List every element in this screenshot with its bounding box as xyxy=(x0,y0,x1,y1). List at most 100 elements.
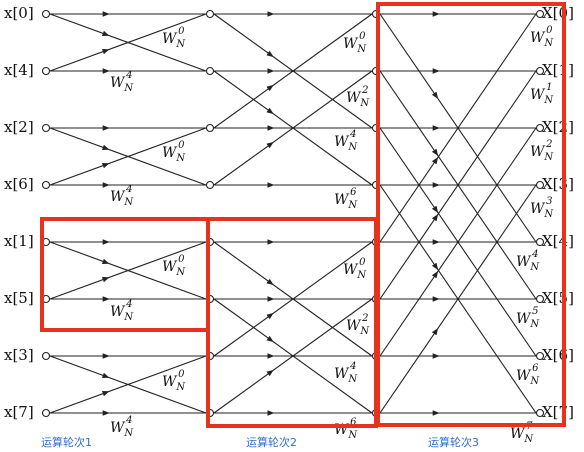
twiddle-exp: 3 xyxy=(546,196,552,207)
input-label-0: x[0] xyxy=(4,4,34,22)
twiddle-base: W xyxy=(162,259,178,275)
input-labels: x[0] x[4] x[2] x[6] x[1] x[5] x[3] x[7] xyxy=(4,4,34,421)
twiddle-base: W xyxy=(346,90,362,106)
butterfly-node xyxy=(41,66,51,76)
twiddle-base: W xyxy=(162,145,178,161)
butterfly-node xyxy=(41,408,51,418)
twiddle-exp: 0 xyxy=(178,254,185,265)
twiddle-exp: 5 xyxy=(532,306,538,317)
twiddle-exp: 2 xyxy=(361,85,368,96)
stage2-twiddle-4: WN0 xyxy=(343,257,367,281)
stage3-twiddle-3: WN 3 xyxy=(530,196,554,220)
stage1-twiddle-7: WN4 xyxy=(110,415,134,439)
twiddle-sub: N xyxy=(529,262,540,273)
butterfly-node xyxy=(535,180,545,190)
twiddle-base: W xyxy=(530,87,546,103)
butterfly-node xyxy=(535,9,545,19)
input-label-4: x[1] xyxy=(4,232,34,250)
twiddle-exp: 4 xyxy=(531,249,538,260)
stage1-twiddle-2: WN0 xyxy=(162,140,186,164)
twiddle-sub: N xyxy=(123,197,134,208)
butterfly-node xyxy=(535,123,545,133)
twiddle-sub: N xyxy=(359,326,370,337)
twiddle-sub: N xyxy=(347,142,358,153)
stage2-twiddle-3: WN6 xyxy=(334,187,358,211)
twiddle-sub: N xyxy=(523,434,534,445)
stage1-twiddle-0: WN0 xyxy=(162,26,186,50)
twiddle-base: W xyxy=(530,144,546,160)
twiddle-base: W xyxy=(530,201,546,217)
stage2-twiddle-0: WN0 xyxy=(343,31,367,55)
twiddle-base: W xyxy=(334,366,350,382)
output-label-4: X[4] xyxy=(542,232,574,250)
output-label-0: X[0] xyxy=(542,4,574,22)
twiddle-base: W xyxy=(516,311,532,327)
butterfly-node xyxy=(205,123,215,133)
twiddle-exp: 0 xyxy=(178,369,185,380)
twiddle-sub: N xyxy=(123,83,134,94)
twiddle-sub: N xyxy=(359,98,370,109)
stage3-twiddle-0: WN0 xyxy=(530,25,554,49)
twiddle-base: W xyxy=(530,30,546,46)
stage2-twiddle-7: WN6 xyxy=(334,417,358,441)
twiddle-exp: 6 xyxy=(532,363,539,374)
twiddle-base: W xyxy=(510,426,526,442)
twiddle-sub: N xyxy=(543,209,554,220)
butterfly-node xyxy=(535,408,545,418)
butterfly-node xyxy=(205,66,215,76)
stage3-twiddle-5: WN 5 xyxy=(516,306,540,330)
twiddle-base: W xyxy=(110,304,126,320)
twiddle-base: W xyxy=(346,318,362,334)
butterfly-node xyxy=(41,123,51,133)
twiddle-exp: 4 xyxy=(125,70,132,81)
stage1-twiddle-3: WN 4 xyxy=(110,184,134,208)
stage1-twiddle-6: WN 0 xyxy=(162,369,186,393)
twiddle-base: W xyxy=(334,192,350,208)
stage3-twiddle-2: WN2 xyxy=(530,139,554,163)
butterfly-node xyxy=(535,294,545,304)
stage3-cross-line xyxy=(379,13,537,243)
stage2-cross-line xyxy=(213,298,373,414)
stage1-cross-line xyxy=(49,127,207,186)
twiddle-sub: N xyxy=(347,374,358,385)
output-label-7: X[7] xyxy=(542,403,574,421)
twiddle-exp: 4 xyxy=(349,361,356,372)
stage2-twiddle-1: WN 2 xyxy=(346,85,370,109)
twiddle-exp: 2 xyxy=(361,313,368,324)
output-label-1: X[1] xyxy=(542,61,574,79)
twiddle-sub: N xyxy=(529,319,540,330)
stage2-twiddle-2: WN4 xyxy=(334,129,358,153)
twiddle-base: W xyxy=(110,189,126,205)
stage1-twiddle-4: WN 0 xyxy=(162,254,186,278)
stage3-twiddle-4: WN4 xyxy=(516,249,540,273)
twiddle-exp: 4 xyxy=(125,184,132,195)
stage2-twiddle-5: WN 2 xyxy=(346,313,370,337)
twiddle-exp: 4 xyxy=(125,299,132,310)
stage3-cross-line xyxy=(379,70,537,300)
input-label-7: x[7] xyxy=(4,403,34,421)
twiddle-exp: 1 xyxy=(546,82,552,93)
output-label-2: X[2] xyxy=(542,118,574,136)
stage3-twiddle-factors: WN0 WN1 WN2 WN3 WN4 WN5 WN6 WN7 xyxy=(510,25,554,445)
twiddle-sub: N xyxy=(175,382,186,393)
twiddle-sub: N xyxy=(356,270,367,281)
twiddle-exp: 2 xyxy=(545,139,552,150)
stage2-twiddle-6: WN 4 xyxy=(334,361,358,385)
twiddle-exp: 0 xyxy=(178,26,185,37)
stage3-cross-line xyxy=(379,184,537,414)
output-label-6: X[6] xyxy=(542,346,574,364)
twiddle-base: W xyxy=(516,368,532,384)
butterfly-node xyxy=(41,9,51,19)
twiddle-sub: N xyxy=(356,44,367,55)
signal-flow-lines xyxy=(49,11,537,416)
stage3-twiddle-1: WN 1 xyxy=(530,82,554,106)
twiddle-base: W xyxy=(162,374,178,390)
stage1-cross-line xyxy=(49,13,207,72)
butterfly-node xyxy=(535,351,545,361)
twiddle-exp: 4 xyxy=(125,415,132,426)
twiddle-sub: N xyxy=(175,267,186,278)
twiddle-sub: N xyxy=(543,95,554,106)
stage1-twiddle-5: WN 4 xyxy=(110,299,134,323)
input-label-5: x[5] xyxy=(4,289,34,307)
twiddle-sub: N xyxy=(123,312,134,323)
